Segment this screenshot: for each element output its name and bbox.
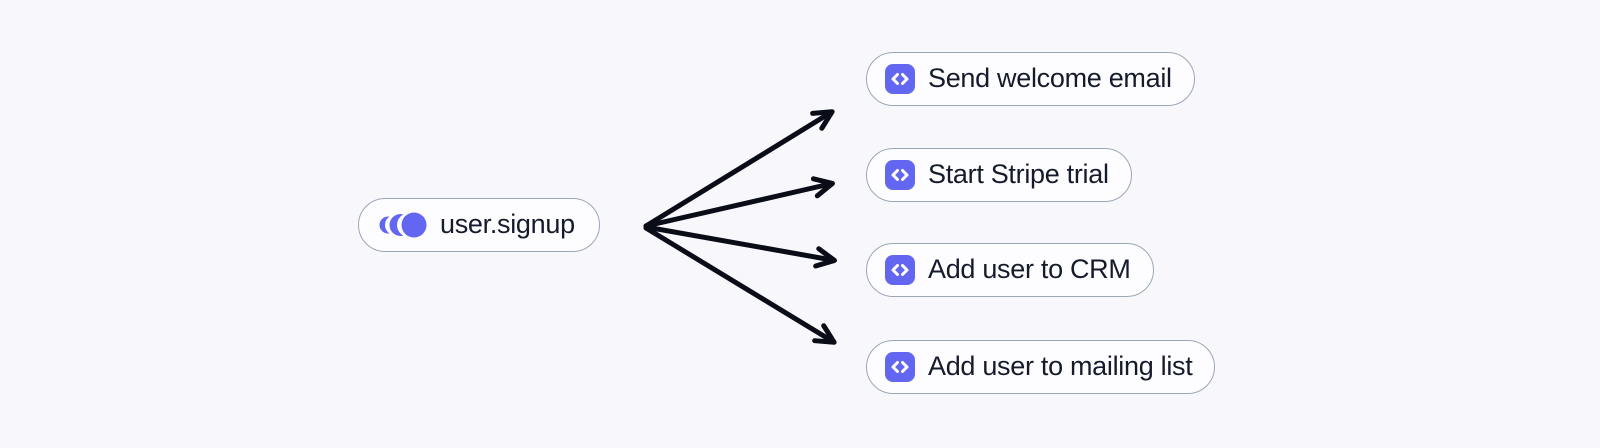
job-node-start-stripe-trial: Start Stripe trial bbox=[866, 148, 1132, 202]
job-node-label: Add user to mailing list bbox=[928, 350, 1193, 381]
code-icon bbox=[885, 352, 915, 382]
event-node-label: user.signup bbox=[440, 208, 575, 239]
job-node-add-user-to-crm: Add user to CRM bbox=[866, 243, 1154, 297]
job-node-label: Send welcome email bbox=[928, 62, 1172, 93]
job-node-label: Add user to CRM bbox=[928, 253, 1131, 284]
arrow-to-job-4 bbox=[643, 225, 837, 345]
code-icon bbox=[885, 160, 915, 190]
code-icon bbox=[885, 64, 915, 94]
event-pulse-icon bbox=[379, 211, 427, 239]
arrow-to-job-2 bbox=[643, 176, 835, 229]
code-icon bbox=[885, 255, 915, 285]
job-node-label: Start Stripe trial bbox=[928, 158, 1109, 189]
event-node-user-signup: user.signup bbox=[358, 198, 600, 252]
arrow-to-job-1 bbox=[643, 109, 835, 229]
job-node-add-user-to-mailing-list: Add user to mailing list bbox=[866, 340, 1216, 394]
job-node-send-welcome-email: Send welcome email bbox=[866, 52, 1195, 106]
arrow-to-job-3 bbox=[643, 224, 837, 269]
